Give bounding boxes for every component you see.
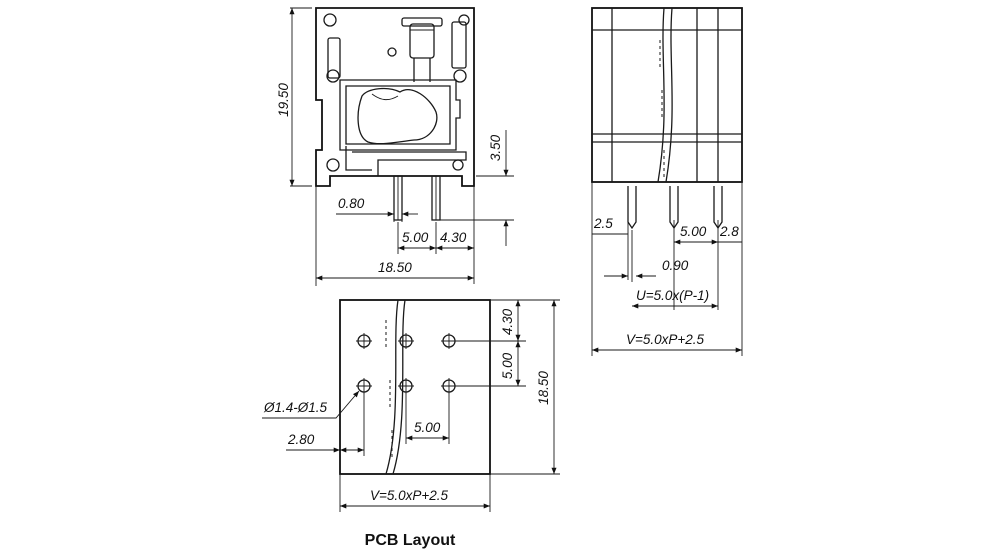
pcb-hole <box>398 378 414 394</box>
dim-pitch: 5.00 <box>402 230 429 245</box>
dim-pcb-col-pitch: 5.00 <box>414 420 441 435</box>
dim-front-pin-width: 0.90 <box>662 258 689 273</box>
front-housing <box>591 7 743 183</box>
pcb-hole <box>441 378 457 394</box>
dim-pcb-edge: 2.80 <box>287 432 315 447</box>
dim-front-right: 2.8 <box>719 224 739 239</box>
front-pin <box>627 186 637 230</box>
dim-pcb-row-pitch: 5.00 <box>500 352 515 379</box>
mounting-hole <box>323 13 337 27</box>
dim-pcb-row-offset: 4.30 <box>500 308 515 335</box>
side-view: 19.50 3.50 0.80 5.00 4.30 18.50 <box>276 7 514 286</box>
dim-pcb-total: V=5.0xP+2.5 <box>370 488 449 503</box>
pcb-hole <box>356 333 372 349</box>
pcb-outline <box>339 299 491 475</box>
dim-front-pitch: 5.00 <box>680 224 707 239</box>
dim-height-total: 19.50 <box>276 83 291 117</box>
dim-pin-width: 0.80 <box>338 196 365 211</box>
dim-front-edge: 2.5 <box>593 216 613 231</box>
cavity-outline <box>339 79 461 151</box>
dim-pin-span: U=5.0x(P-1) <box>636 288 709 303</box>
pcb-hole <box>441 333 457 349</box>
pcb-layout-caption: PCB Layout <box>365 532 456 549</box>
clamp-cage <box>357 87 438 145</box>
dim-body-depth: 18.50 <box>378 260 412 275</box>
screw-head <box>409 23 435 59</box>
dim-pcb-depth: 18.50 <box>536 371 551 405</box>
front-view: 2.5 5.00 2.8 0.90 U=5.0x(P-1) V=5.0xP+2.… <box>591 7 743 356</box>
dim-front-total: V=5.0xP+2.5 <box>626 332 705 347</box>
pcb-layout: 4.30 5.00 18.50 Ø1.4-Ø1.5 2.80 5.00 V=5.… <box>262 299 560 549</box>
dim-pin-offset: 4.30 <box>440 230 467 245</box>
pcb-holes <box>356 333 457 394</box>
pcb-hole <box>398 333 414 349</box>
dim-pin-height: 3.50 <box>488 134 503 161</box>
dim-hole-diameter: Ø1.4-Ø1.5 <box>263 400 328 415</box>
